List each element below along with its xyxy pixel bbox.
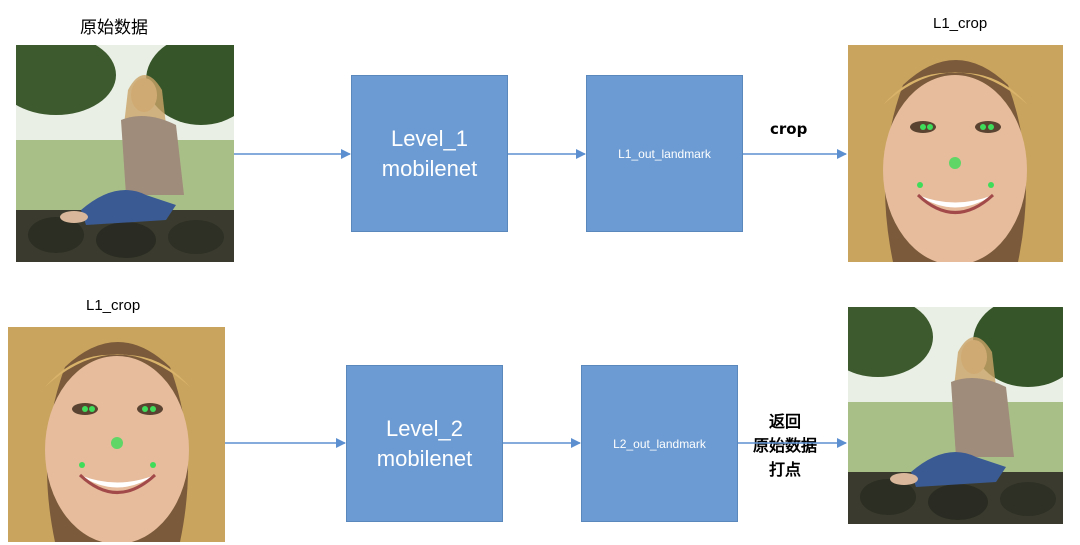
return-edge-label-line3: 打点 bbox=[768, 460, 801, 479]
input-image-face-crop bbox=[8, 327, 225, 542]
level1-line2: mobilenet bbox=[381, 155, 478, 181]
crop-edge-label: crop bbox=[770, 120, 808, 138]
l2-out-landmark-label: L2_out_landmark bbox=[613, 436, 706, 451]
input-caption-row1: 原始数据 bbox=[80, 18, 148, 38]
return-edge-label-line2: 原始数据 bbox=[752, 436, 817, 455]
l2-out-landmark-box: L2_out_landmark bbox=[581, 365, 738, 522]
level1-mobilenet-box: Level_1 mobilenet bbox=[351, 75, 508, 232]
output-image-face-crop bbox=[848, 45, 1063, 262]
l1-out-landmark-label: L1_out_landmark bbox=[618, 146, 711, 161]
level2-line2: mobilenet bbox=[376, 445, 473, 471]
output-caption-row1: L1_crop bbox=[933, 15, 988, 32]
input-caption-row2: L1_crop bbox=[86, 297, 141, 314]
input-image-full-scene bbox=[16, 45, 234, 262]
return-edge-label: 返回 原始数据 打点 bbox=[745, 410, 825, 482]
l1-out-landmark-box: L1_out_landmark bbox=[586, 75, 743, 232]
level2-mobilenet-box: Level_2 mobilenet bbox=[346, 365, 503, 522]
level1-line1: Level_1 bbox=[390, 125, 469, 151]
output-image-full-scene bbox=[848, 307, 1063, 524]
return-edge-label-line1: 返回 bbox=[768, 412, 801, 431]
level2-line1: Level_2 bbox=[385, 415, 464, 441]
